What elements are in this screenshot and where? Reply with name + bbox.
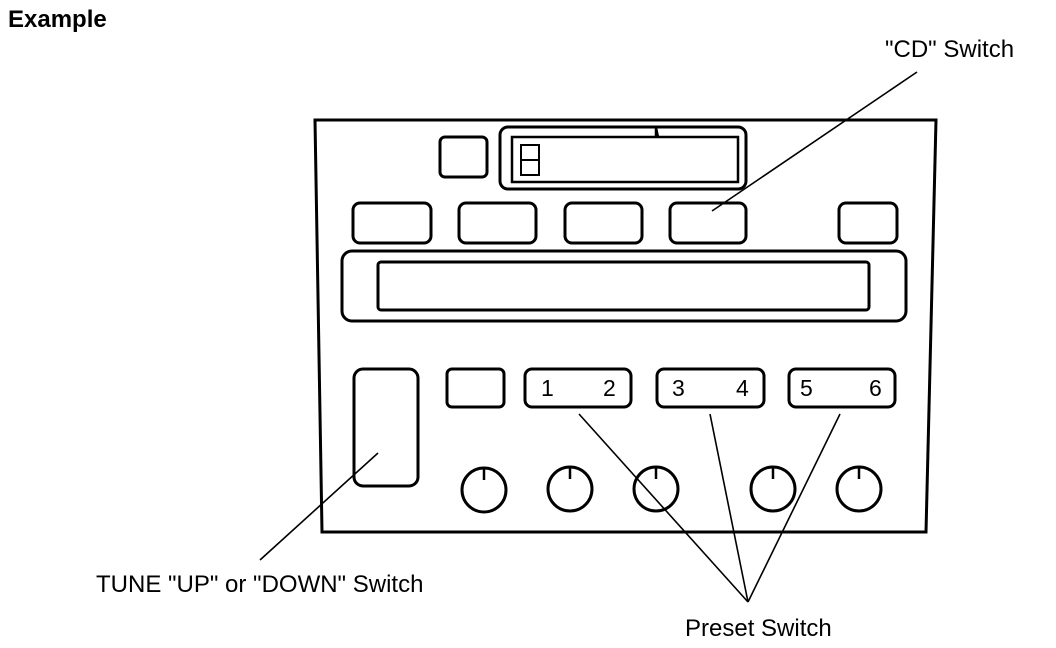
preset-leader-line-3 (747, 413, 841, 603)
tune-switch-label: TUNE "UP" or "DOWN" Switch (96, 571, 424, 598)
preset-number-3: 3 (672, 375, 685, 401)
display-window (376, 260, 871, 312)
cd-switch-leader-line (711, 71, 918, 212)
knob-4[interactable] (749, 465, 797, 513)
tune-switch-leader-line (259, 452, 379, 561)
knob-2[interactable] (546, 465, 594, 513)
cd-switch-button[interactable] (668, 201, 748, 245)
preset-number-5: 5 (800, 375, 813, 401)
cd-switch-label: "CD" Switch (885, 36, 1015, 63)
preset-switch-label: Preset Switch (685, 615, 832, 642)
page-title: Example (8, 6, 107, 33)
knob-5[interactable] (835, 465, 883, 513)
preset-leader-line-2 (709, 413, 749, 603)
tune-up-down-switch[interactable] (352, 367, 420, 488)
function-button-3[interactable] (563, 201, 644, 245)
eject-button[interactable] (438, 135, 489, 179)
preset-button-1-2[interactable] (523, 367, 633, 409)
preset-number-1: 1 (541, 375, 554, 401)
cassette-slot-frame (498, 125, 748, 191)
preset-number-2: 2 (603, 375, 616, 401)
cassette-slot-inner (510, 127, 740, 184)
preset-number-4: 4 (736, 375, 749, 401)
knob-1[interactable] (460, 466, 508, 514)
display-frame (340, 249, 908, 323)
preset-button-5-6[interactable] (787, 367, 897, 409)
radio-faceplate (313, 118, 938, 534)
function-button-5[interactable] (837, 201, 899, 245)
preset-number-6: 6 (869, 375, 882, 401)
preset-button-3-4[interactable] (655, 367, 766, 409)
knob-3[interactable] (632, 465, 680, 513)
scan-button[interactable] (445, 367, 506, 409)
preset-leader-line-1 (578, 413, 749, 603)
function-button-1[interactable] (351, 201, 433, 245)
function-button-2[interactable] (457, 201, 538, 245)
